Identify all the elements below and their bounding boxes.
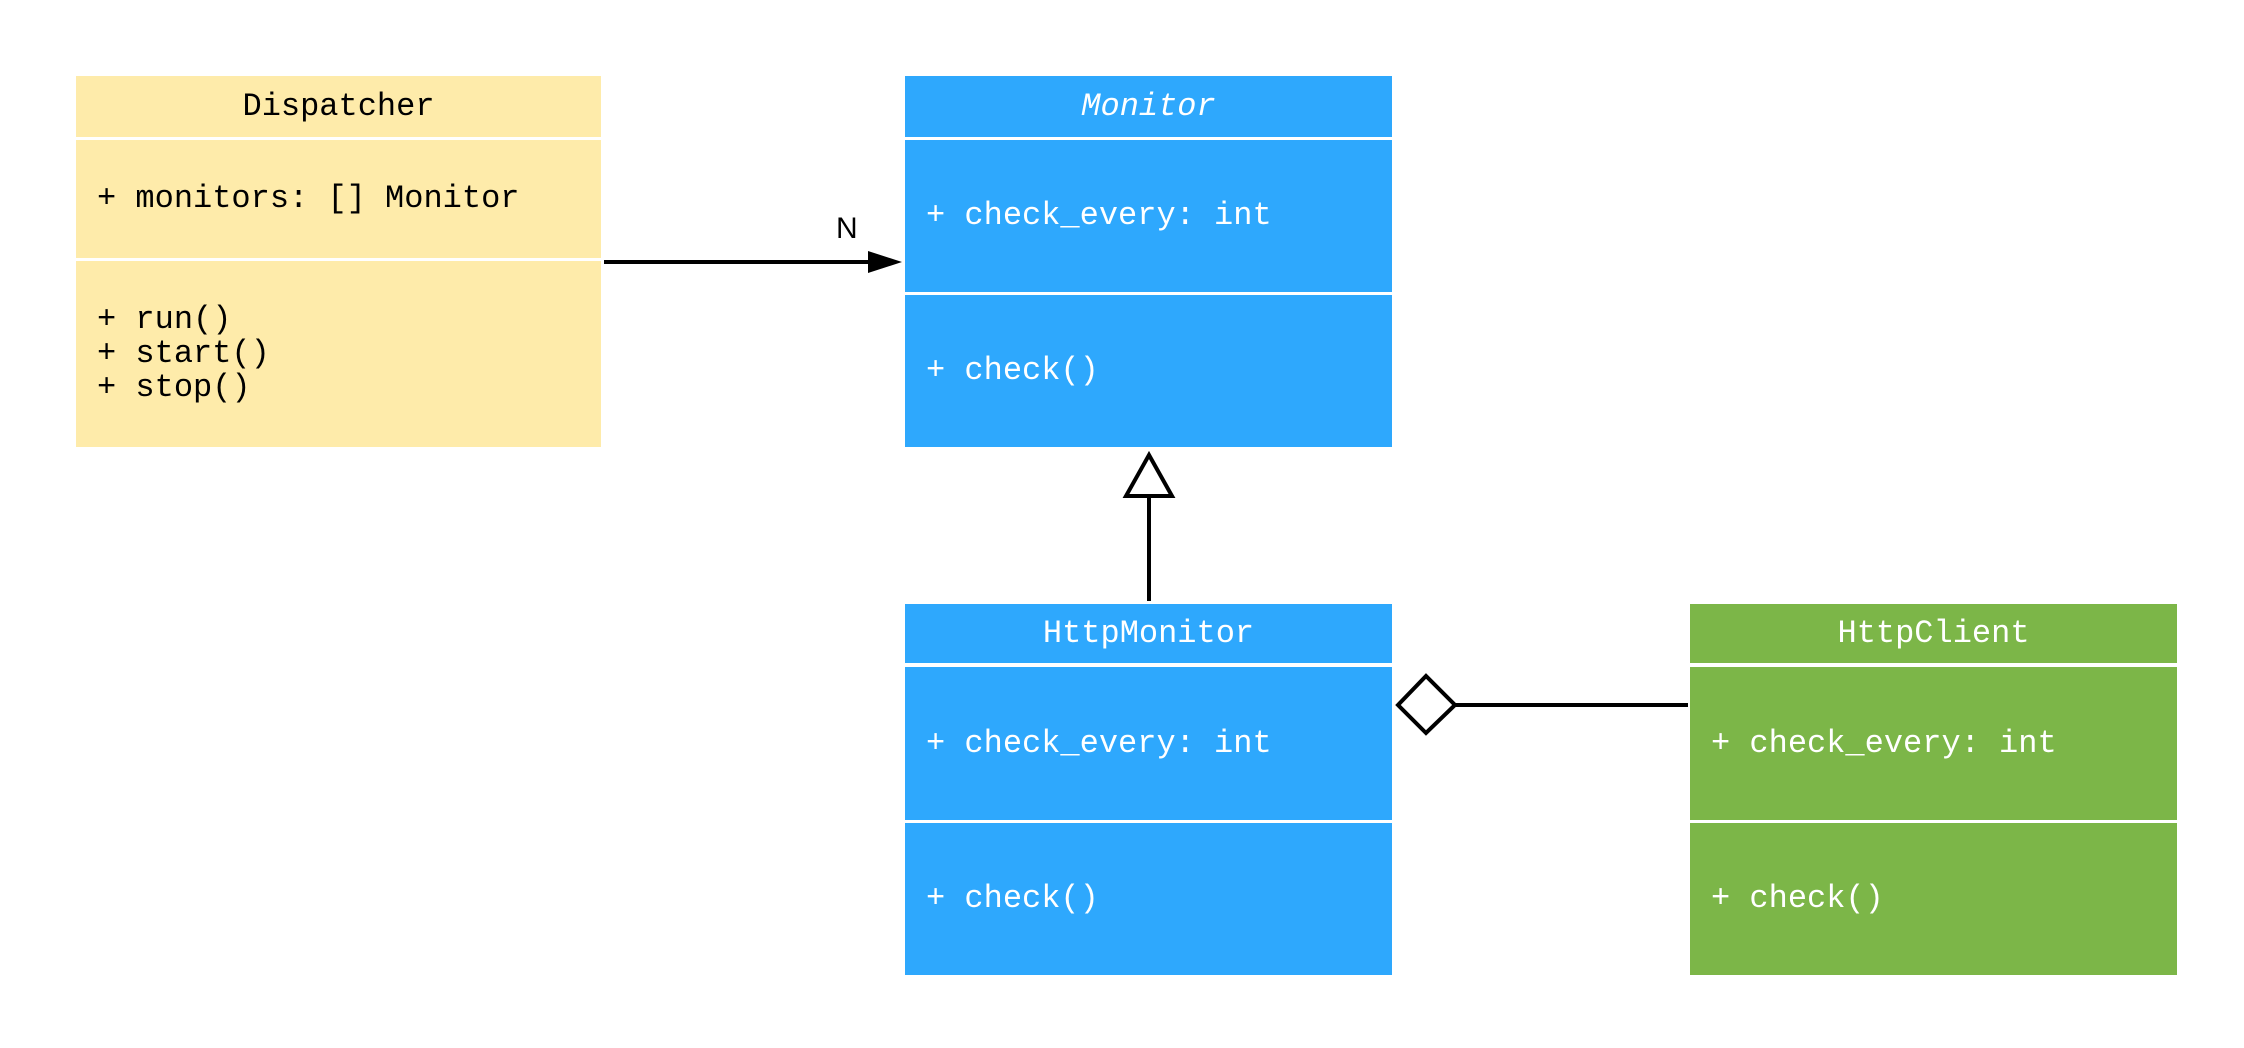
multiplicity-label: N [836,212,858,245]
class-attributes: + check_every: int [905,140,1392,292]
class-name: Monitor [905,76,1392,137]
class-attributes: + monitors: [] Monitor [76,140,601,258]
class-name: Dispatcher [76,76,601,137]
class-http-monitor: HttpMonitor + check_every: int + check() [905,604,1392,975]
association-arrow [604,251,902,273]
class-dispatcher: Dispatcher + monitors: [] Monitor + run(… [76,76,601,447]
inheritance-arrow [1122,450,1176,601]
class-name: HttpClient [1690,604,2177,663]
class-http-client: HttpClient + check_every: int + check() [1690,604,2177,975]
class-methods: + check() [905,295,1392,447]
class-attributes: + check_every: int [905,667,1392,820]
class-methods: + check() [905,823,1392,975]
aggregation-connector [1395,673,1688,736]
class-attributes: + check_every: int [1690,667,2177,820]
class-monitor: Monitor + check_every: int + check() [905,76,1392,447]
class-name: HttpMonitor [905,604,1392,663]
class-methods: + check() [1690,823,2177,975]
class-methods: + run() + start() + stop() [76,261,601,447]
